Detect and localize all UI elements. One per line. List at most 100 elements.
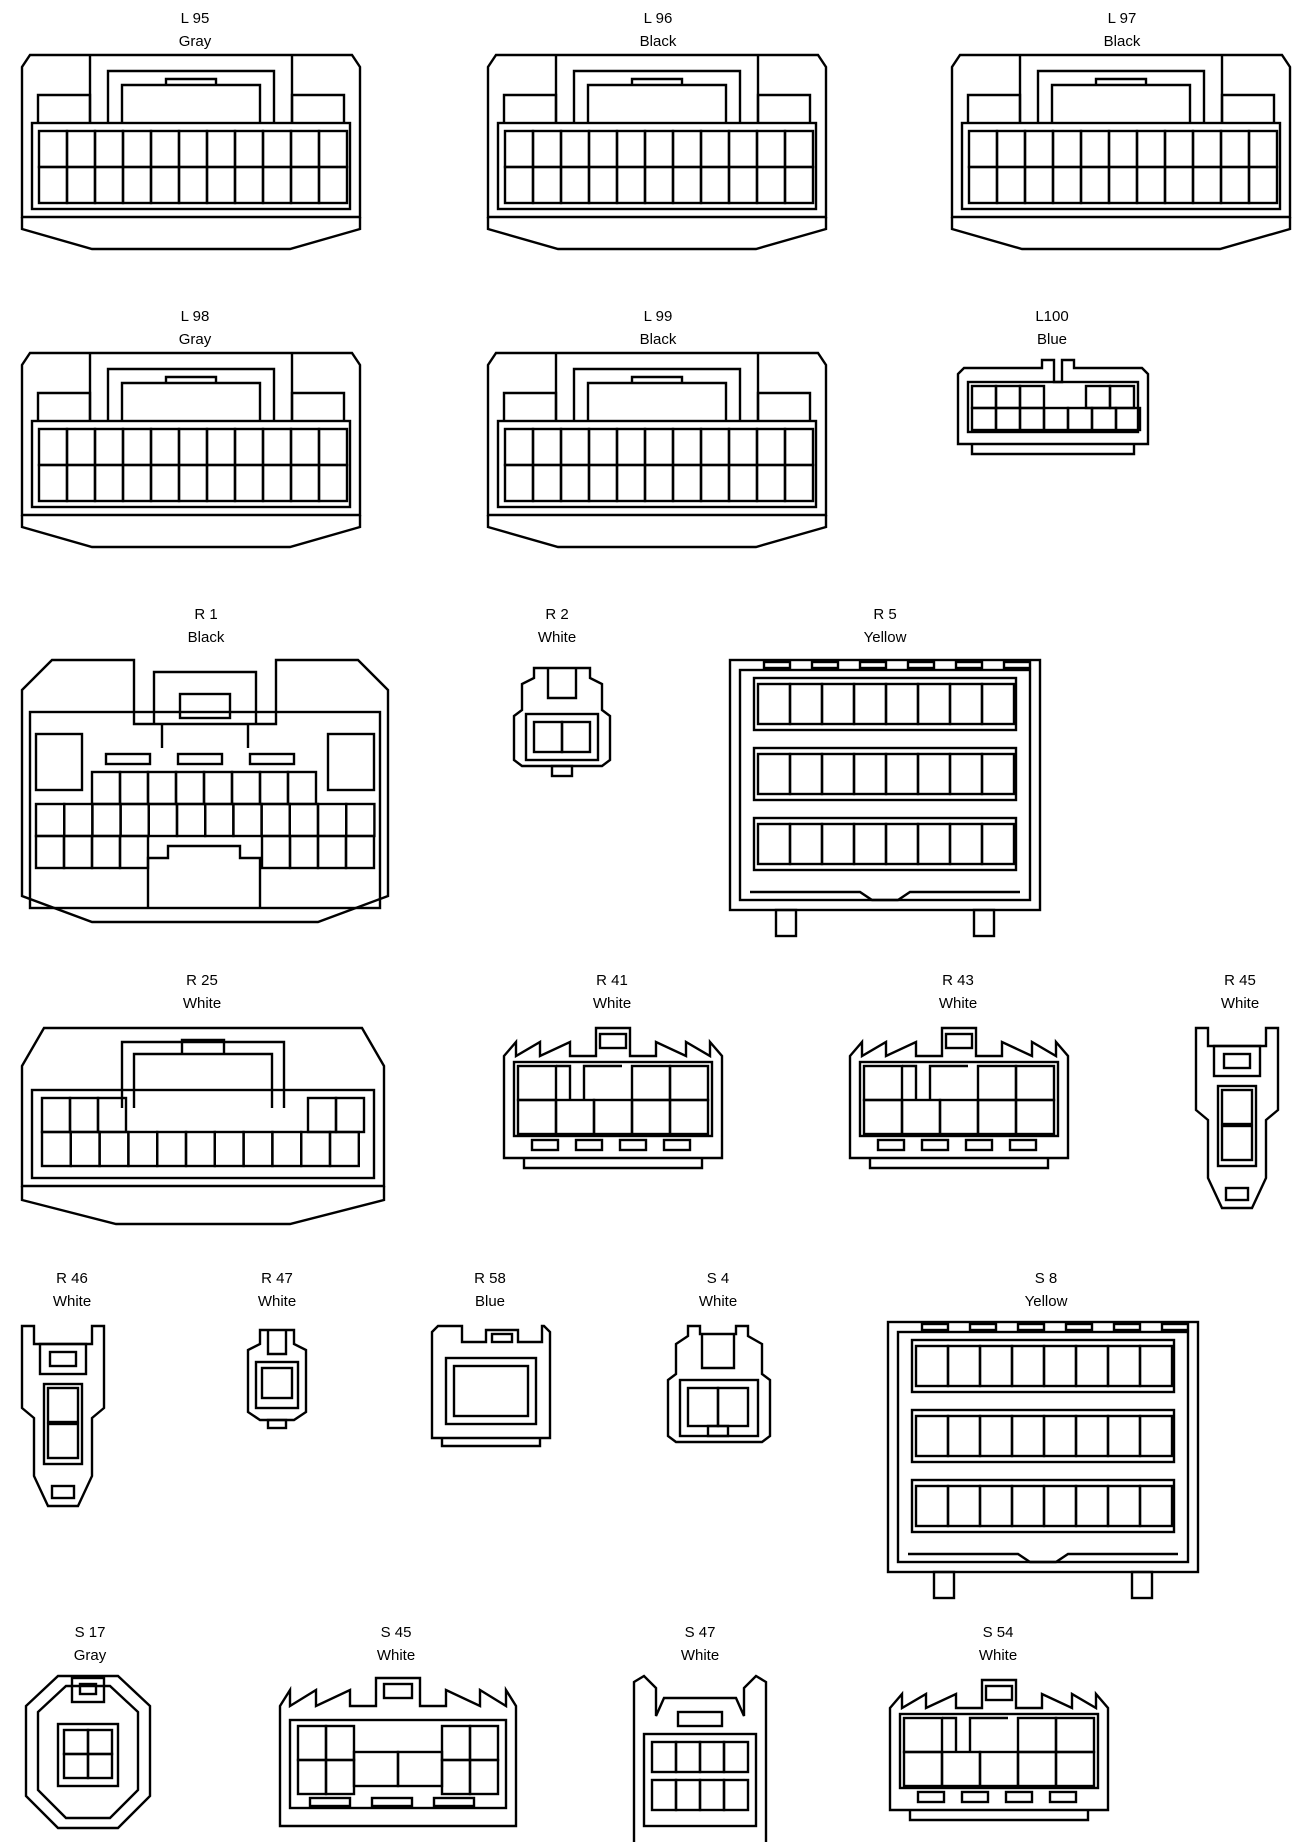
connector-id: L 97 [1107,10,1137,27]
pin-10 [326,732,376,792]
connector-body [502,1026,724,1170]
pin-8 [1014,1098,1056,1136]
connector-body [486,351,828,549]
pin-5 [940,1750,982,1788]
pin-cell [344,834,376,870]
shell-outline [1050,83,1192,123]
pin-cell [118,834,150,870]
shell-outline [36,1684,140,1820]
connector-color: White [182,995,222,1012]
shell-part [752,746,1018,802]
shell-outline [88,353,294,421]
pin-cell [1016,1716,1058,1754]
connector-body [20,1026,386,1226]
connector-body [278,1676,518,1828]
shell-outline [24,1674,152,1830]
latch-notch [370,1796,414,1808]
pin-cell [978,1750,1020,1788]
connector-body [20,658,390,924]
pin-30 [344,834,376,870]
connector-color: Gray [178,33,212,50]
connector-body [956,358,1150,456]
pin-cell [722,1778,750,1812]
pin-8 [980,682,1016,726]
latch-notch [1016,1322,1046,1332]
shell-outline [666,1324,772,1444]
shell-outline [1018,55,1224,123]
connector-color: White [680,1647,720,1664]
pin-1 [452,1364,530,1418]
shell-part [512,1060,714,1138]
pin-cell [1016,1750,1058,1788]
pin-4 [902,1750,944,1788]
pin-cell [902,1716,944,1754]
shell-part [254,1360,300,1410]
pin-cell [940,1750,982,1788]
pin-8 [1138,1344,1174,1388]
shell-outline [956,358,1150,446]
pin-cell [452,1364,530,1418]
connector-body [246,1328,308,1430]
connector-color: Blue [1036,331,1068,348]
connector-id: L 98 [180,308,210,325]
pin-2 [1016,1716,1058,1754]
latch-notch [920,1322,950,1332]
pin-cell [326,732,376,792]
shell-outline [554,353,760,421]
shell-part [886,1320,1200,1574]
pin-cell [1138,1414,1174,1458]
connector-color: White [376,1647,416,1664]
pin-2 [716,1386,750,1428]
latch-notch [960,1790,990,1804]
shell-outline [848,1026,1070,1160]
connector-color: Black [1103,33,1141,50]
latch-notch [530,1138,560,1152]
shell-outline [278,1676,518,1828]
pin-4 [722,1740,750,1774]
shell-outline [1094,77,1148,85]
shell-outline [556,1064,622,1100]
lock-window [1212,1044,1262,1078]
latch-notch [432,1796,476,1808]
slot [104,752,152,766]
pin-cell [783,463,815,503]
latch-notch [1002,660,1032,670]
latch-notch [308,1796,352,1808]
connector-id: S 4 [706,1270,730,1287]
shell-part [30,419,352,509]
pin-cell [668,1098,710,1136]
lock-tab [382,1682,414,1700]
connector-id: R 58 [474,1270,506,1287]
connector-body [888,1678,1110,1822]
pin-cell [722,1740,750,1774]
shell-part [28,710,382,910]
pin-cell [86,1752,114,1780]
pin-16 [328,1130,360,1168]
shell-part [858,1060,1060,1138]
latch-notch [876,1138,906,1152]
pin-cell [980,682,1016,726]
pin-24 [980,822,1016,866]
shell-part [56,1722,120,1788]
pin-6 [978,1750,1020,1788]
pin-cell [980,822,1016,866]
pin-cell [1220,1124,1254,1162]
latch-notch [762,660,792,670]
pin-22 [783,463,815,503]
pin-24 [1138,1484,1174,1528]
pin-cell [260,1366,294,1400]
connector-id: S 17 [74,1624,106,1641]
shell-outline [440,1438,542,1448]
